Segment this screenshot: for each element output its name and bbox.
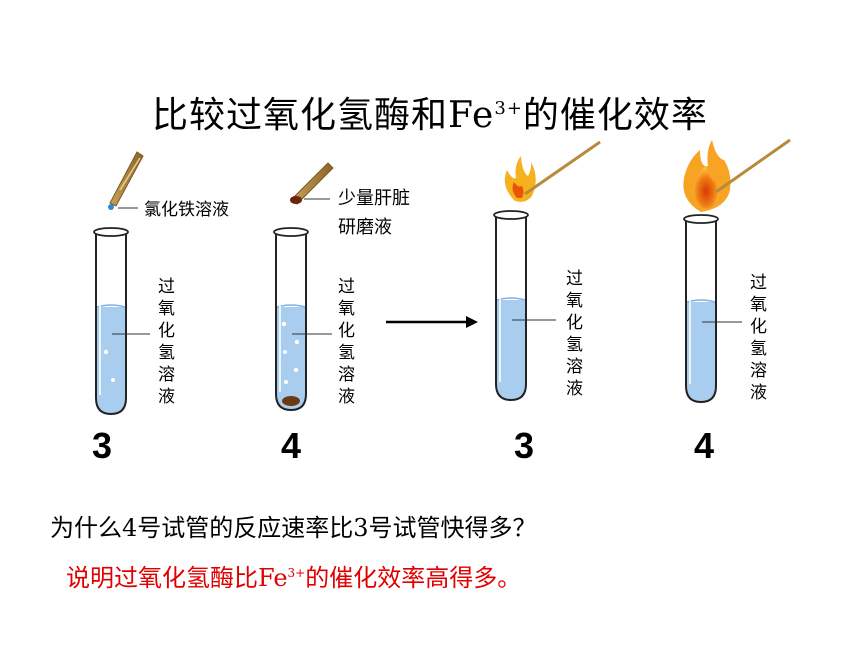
tube-2-group: 少量肝脏 研磨液 过 氧 化 氢 溶 液 bbox=[273, 162, 410, 412]
h2o2-label-4: 过 氧 化 氢 溶 液 bbox=[750, 273, 767, 403]
svg-text:氧: 氧 bbox=[566, 291, 583, 311]
title-tail: 的催化效率 bbox=[522, 95, 708, 136]
tube-1-group: 氯化铁溶液 过 氧 化 氢 溶 液 bbox=[93, 151, 229, 416]
svg-text:化: 化 bbox=[158, 321, 175, 341]
answer-post: 的催化效率高得多。 bbox=[305, 564, 522, 592]
svg-text:过: 过 bbox=[158, 277, 175, 297]
large-flame-icon bbox=[683, 140, 731, 212]
svg-text:氢: 氢 bbox=[158, 343, 175, 363]
svg-text:溶: 溶 bbox=[750, 361, 767, 381]
svg-text:溶: 溶 bbox=[566, 357, 583, 377]
small-flame-icon bbox=[504, 156, 536, 202]
svg-text:过: 过 bbox=[750, 273, 767, 293]
page-title: 比较过氧化氢酶和Fe3+的催化效率 bbox=[0, 86, 860, 138]
h2o2-label-1: 过 氧 化 氢 溶 液 bbox=[158, 277, 175, 407]
svg-text:液: 液 bbox=[566, 379, 583, 399]
tube-number-4: 4 bbox=[694, 425, 715, 466]
answer-pre: 说明过氧化氢酶比Fe bbox=[66, 564, 288, 592]
svg-text:氢: 氢 bbox=[750, 339, 767, 359]
svg-text:化: 化 bbox=[338, 321, 355, 341]
svg-text:化: 化 bbox=[750, 317, 767, 337]
test-tube-3 bbox=[493, 210, 529, 402]
h2o2-label-2: 过 氧 化 氢 溶 液 bbox=[338, 277, 355, 407]
tube-number-3: 3 bbox=[514, 425, 535, 466]
title-superscript: 3+ bbox=[494, 98, 523, 119]
svg-text:溶: 溶 bbox=[158, 365, 175, 385]
title-main: 比较过氧化氢酶和Fe bbox=[152, 95, 495, 136]
ferric-chloride-label: 氯化铁溶液 bbox=[144, 200, 229, 220]
tube-number-1: 3 bbox=[92, 425, 113, 466]
svg-text:液: 液 bbox=[158, 387, 175, 407]
tube-number-2: 4 bbox=[281, 425, 302, 466]
svg-text:氢: 氢 bbox=[338, 343, 355, 363]
answer-text: 说明过氧化氢酶比Fe3+的催化效率高得多。 bbox=[66, 558, 521, 593]
svg-text:过: 过 bbox=[566, 269, 583, 289]
answer-superscript: 3+ bbox=[287, 566, 306, 580]
svg-text:氢: 氢 bbox=[566, 335, 583, 355]
test-tube-2 bbox=[273, 227, 309, 412]
dropper-icon bbox=[109, 151, 144, 207]
tube-3-group: 过 氧 化 氢 溶 液 bbox=[493, 140, 601, 402]
liver-label-line2: 研磨液 bbox=[338, 217, 392, 238]
liver-label-line1: 少量肝脏 bbox=[338, 188, 410, 209]
arrow-icon bbox=[386, 316, 478, 328]
tube-4-group: 过 氧 化 氢 溶 液 bbox=[683, 138, 791, 404]
svg-text:溶: 溶 bbox=[338, 365, 355, 385]
svg-text:液: 液 bbox=[750, 383, 767, 403]
svg-text:化: 化 bbox=[566, 313, 583, 333]
svg-text:氧: 氧 bbox=[750, 295, 767, 315]
svg-text:氧: 氧 bbox=[338, 299, 355, 319]
svg-text:氧: 氧 bbox=[158, 299, 175, 319]
svg-text:液: 液 bbox=[338, 387, 355, 407]
svg-text:过: 过 bbox=[338, 277, 355, 297]
h2o2-label-3: 过 氧 化 氢 溶 液 bbox=[566, 269, 583, 399]
test-tube-1 bbox=[93, 227, 129, 416]
test-tube-4 bbox=[683, 214, 719, 404]
question-text: 为什么4号试管的反应速率比3号试管快得多？ bbox=[50, 514, 537, 542]
liver-stick-icon bbox=[290, 162, 334, 205]
droplet-icon bbox=[108, 204, 114, 210]
